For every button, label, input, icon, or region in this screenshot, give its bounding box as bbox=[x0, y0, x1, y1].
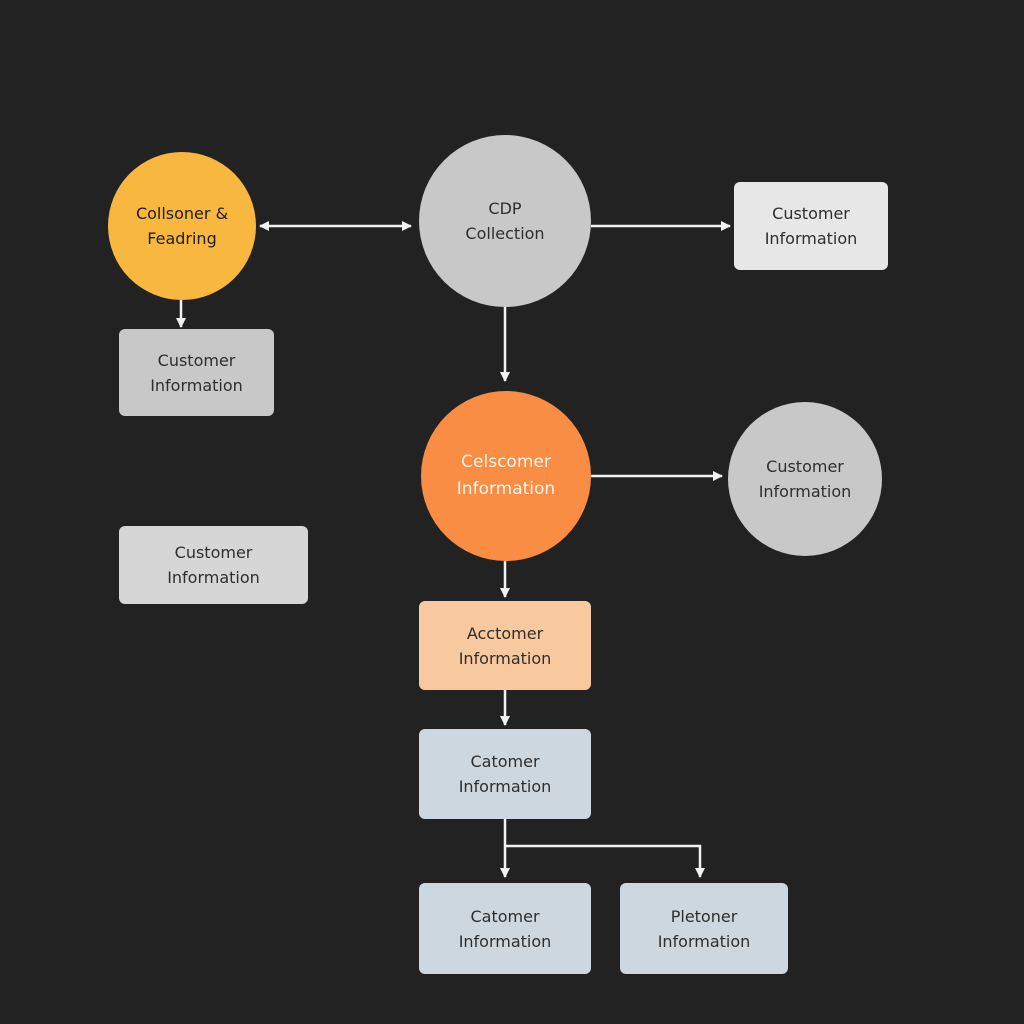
edge-catomer-1-pletoner bbox=[505, 844, 705, 878]
node-label-line2: Collection bbox=[465, 224, 545, 243]
node-customer-information-left-2: Customer Information bbox=[119, 526, 308, 604]
node-label-line2: Information bbox=[456, 479, 556, 499]
node-label-line2: Information bbox=[764, 229, 858, 248]
node-label-line1: CDP bbox=[488, 199, 522, 218]
node-catomer-information-2: Catomer Information bbox=[419, 883, 591, 974]
node-label-line2: Feadring bbox=[147, 229, 217, 248]
node-label-line1: Catomer bbox=[470, 906, 540, 926]
node-label-line1: Catomer bbox=[470, 752, 540, 771]
node-label-line2: Information bbox=[758, 482, 852, 501]
node-label-line1: Celscomer bbox=[461, 452, 551, 472]
node-label-line1: Collsoner & bbox=[135, 204, 229, 223]
node-cdp-collection: CDP Collection bbox=[419, 135, 591, 307]
node-celscomer-information: Celscomer Information bbox=[421, 391, 591, 561]
node-label-line2: Information bbox=[150, 375, 243, 395]
node-pletoner-information: Pletoner Information bbox=[620, 883, 788, 974]
node-acctomer-information: Acctomer Information bbox=[419, 601, 591, 690]
node-customer-information-left-1: Customer Information bbox=[119, 329, 274, 416]
node-label-line1: Acctomer bbox=[466, 623, 544, 643]
node-label-line1: Customer bbox=[174, 543, 253, 562]
node-label-line2: Information bbox=[657, 931, 751, 951]
node-label-line1: Customer bbox=[157, 350, 236, 370]
node-label-line2: Information bbox=[167, 568, 260, 587]
node-label-line2: Information bbox=[458, 648, 552, 668]
node-collsoner-feadring: Collsoner & Feadring bbox=[108, 152, 256, 300]
node-label-line1: Pletoner bbox=[670, 906, 738, 926]
node-customer-information-right-circle: Customer Information bbox=[728, 402, 882, 556]
node-customer-information-top-right: Customer Information bbox=[734, 182, 888, 270]
node-label-line1: Customer bbox=[766, 457, 844, 476]
node-label-line2: Information bbox=[458, 777, 552, 796]
node-catomer-information-1: Catomer Information bbox=[419, 729, 591, 819]
node-label-line1: Customer bbox=[772, 204, 850, 223]
node-label-line2: Information bbox=[458, 931, 552, 951]
